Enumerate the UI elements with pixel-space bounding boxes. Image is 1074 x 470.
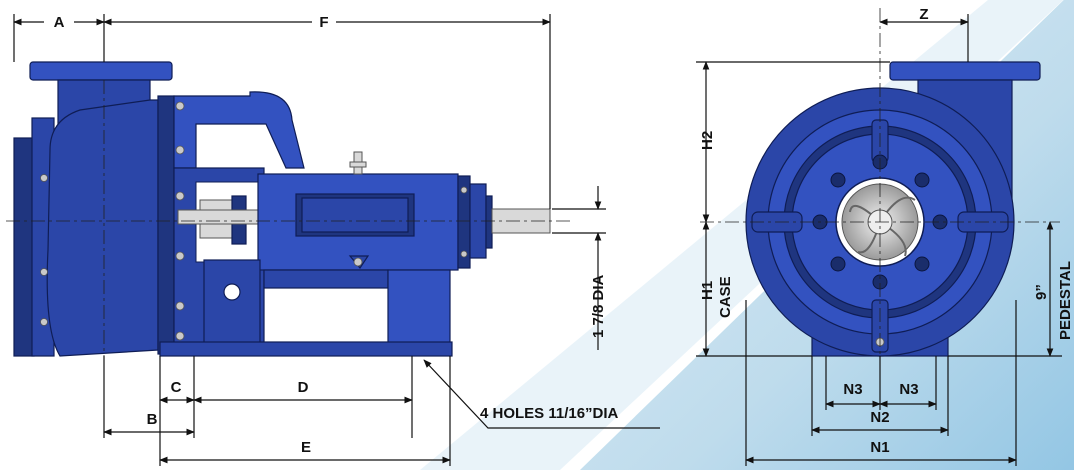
dim-label-h1: H1 — [699, 281, 716, 300]
dim-label-pedestal: PEDESTAL — [1057, 261, 1074, 340]
pump-side-view — [13, 61, 551, 430]
flange-bolts — [40, 101, 468, 341]
dim-label-n2: N2 — [870, 409, 889, 426]
dim-label-n1: N1 — [870, 439, 889, 456]
dim-label-pedestal-height: 9” — [1033, 284, 1050, 300]
dim-label-shaft-dia: 1 7/8 DIA — [590, 274, 607, 338]
dim-label-holes: 4 HOLES 11/16”DIA — [480, 405, 619, 422]
dim-label-b: B — [147, 411, 158, 428]
dim-label-d: D — [298, 379, 309, 396]
dim-label-z: Z — [919, 6, 928, 23]
dim-label-n3-right: N3 — [899, 381, 918, 398]
dim-label-h2: H2 — [699, 131, 716, 150]
dim-label-c: C — [171, 379, 182, 396]
dim-label-e: E — [301, 439, 311, 456]
dim-label-a: A — [54, 14, 65, 31]
dim-label-f: F — [319, 14, 328, 31]
dim-label-case: CASE — [717, 276, 734, 318]
dim-label-n3-left: N3 — [843, 381, 862, 398]
